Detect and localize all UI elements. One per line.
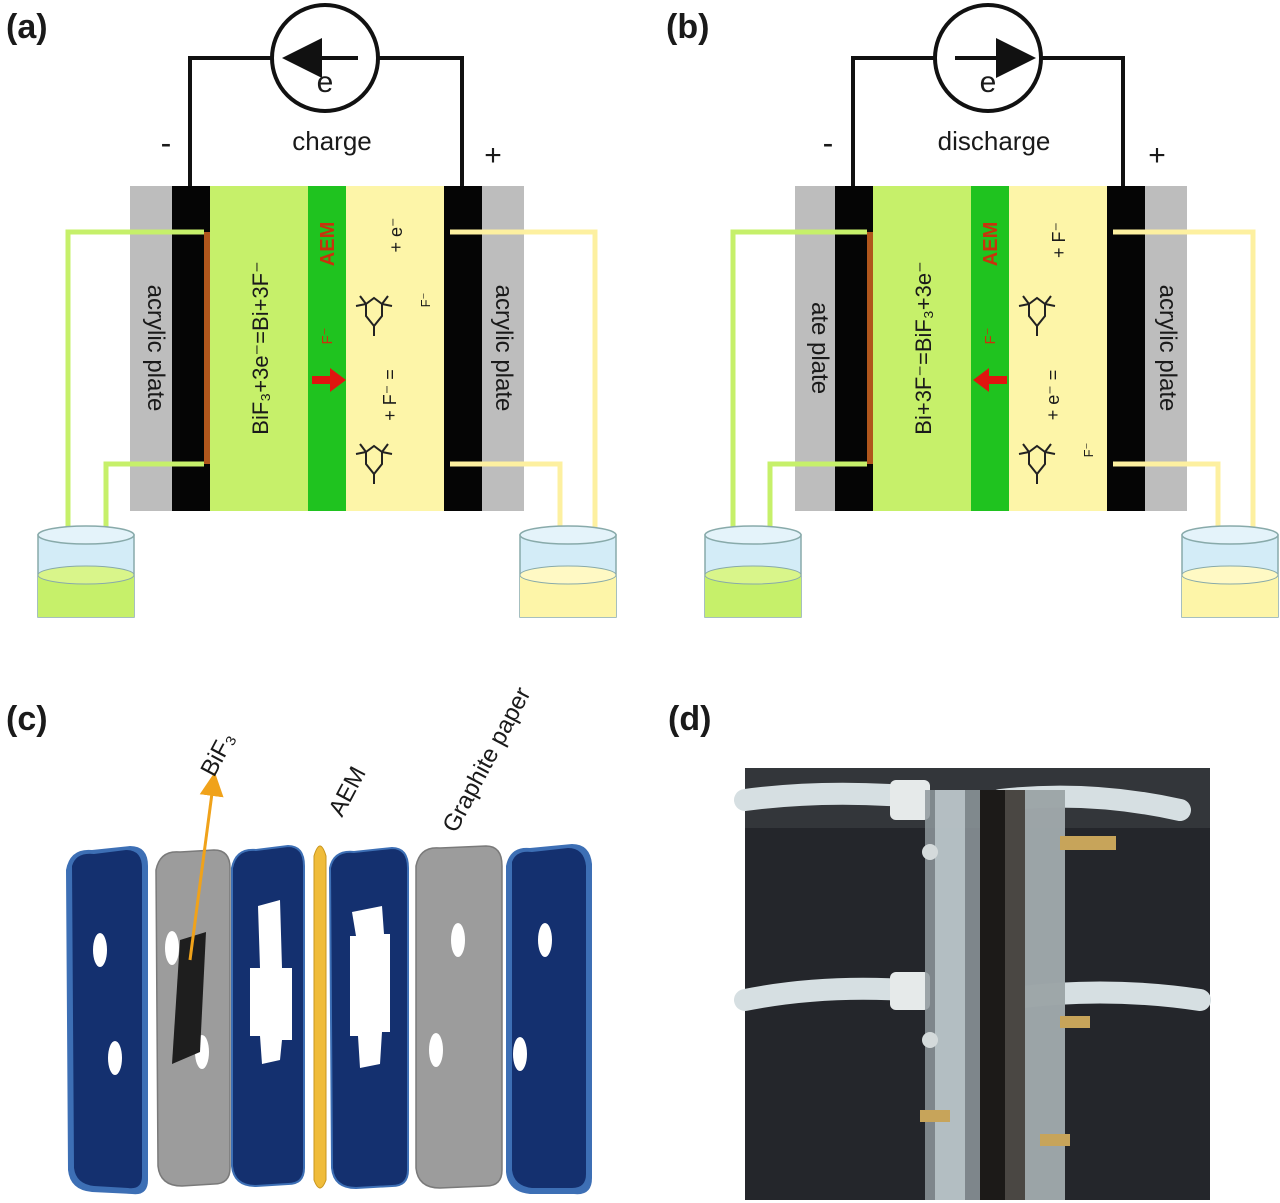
panel-a: (a) e charge - + acrylic plate acrylic p…	[6, 3, 617, 618]
graphite-paper-right	[415, 845, 503, 1189]
anolyte-tube-out	[730, 229, 867, 560]
flow-frame-left	[231, 844, 305, 1188]
catholyte-chamber	[346, 186, 444, 511]
anolyte-tube-out	[65, 229, 204, 560]
right-tail: + F⁻	[1049, 222, 1069, 258]
graphite-plate-left	[155, 849, 231, 1187]
aem-membrane	[308, 186, 346, 511]
plus-sign: +	[484, 139, 502, 172]
right-equation: + e⁻ =	[1043, 370, 1063, 421]
panel-b: (b) e discharge - + ate plate acrylic pl…	[666, 3, 1279, 618]
flow-frame-right	[328, 846, 409, 1190]
fluoride-flow-arrow	[312, 368, 346, 392]
fluoride-ion-label: F⁻	[982, 327, 999, 344]
mode-label: charge	[292, 126, 372, 156]
catholyte-reservoir	[519, 525, 617, 618]
bi-layer	[867, 232, 873, 464]
reaction-label: BiF₃+3e⁻=Bi+3F⁻	[248, 261, 273, 434]
bif3-coating	[172, 932, 206, 1064]
anolyte-chamber	[873, 186, 971, 511]
panel-b-label: (b)	[666, 8, 709, 46]
left-acrylic-plate	[795, 186, 835, 511]
minus-sign: -	[823, 125, 834, 161]
device-photo	[734, 768, 1211, 1200]
counter-ion: F⁻	[1081, 443, 1096, 458]
electron-label: e	[317, 66, 334, 99]
bif3-layer	[204, 232, 210, 464]
aem-label: AEM	[323, 762, 371, 821]
left-plate-label: acrylic plate	[142, 285, 169, 412]
end-plate-right	[506, 844, 592, 1195]
fluoride-flow-arrow	[973, 368, 1007, 392]
right-electrode	[1107, 186, 1145, 511]
right-acrylic-plate	[482, 186, 524, 511]
electron-label: e	[980, 66, 997, 99]
panel-a-label: (a)	[6, 8, 48, 46]
aem-sheet	[313, 845, 327, 1189]
bif3-pointer-arrow	[188, 772, 224, 961]
panel-d-label: (d)	[668, 700, 711, 738]
aem-membrane	[971, 186, 1009, 511]
plus-sign: +	[1148, 139, 1166, 172]
anolyte-chamber	[210, 186, 308, 511]
right-plate-label: acrylic plate	[1154, 285, 1181, 412]
left-acrylic-plate	[130, 186, 172, 511]
left-plate-label: ate plate	[806, 302, 833, 394]
right-tail: + e⁻	[386, 217, 406, 252]
panel-c: (c) BiF₃ AEM	[6, 683, 592, 1195]
fluoride-ion-label: F⁻	[319, 327, 336, 344]
catholyte-chamber	[1009, 186, 1107, 511]
anolyte-reservoir	[704, 525, 802, 618]
end-plate-left	[66, 846, 148, 1195]
panel-c-label: (c)	[6, 700, 48, 738]
minus-sign: -	[161, 125, 172, 161]
right-acrylic-plate	[1145, 186, 1187, 511]
mode-label: discharge	[938, 126, 1051, 156]
anolyte-reservoir	[37, 525, 135, 618]
catholyte-tube-out	[1113, 229, 1256, 560]
aem-label: AEM	[317, 222, 339, 266]
counter-ion: F⁻	[418, 293, 433, 308]
right-plate-label: acrylic plate	[490, 285, 517, 412]
right-equation: + F⁻ =	[380, 369, 400, 421]
graphite-paper-label: Graphite paper	[437, 683, 536, 837]
left-electrode	[835, 186, 873, 511]
bif3-label: BiF₃	[195, 728, 240, 781]
aem-label: AEM	[980, 222, 1002, 266]
catholyte-tube-out	[450, 229, 598, 560]
reaction-label: Bi+3F⁻=BiF₃+3e⁻	[911, 261, 936, 434]
left-electrode	[172, 186, 210, 511]
right-electrode	[444, 186, 482, 511]
panel-d: (d)	[668, 700, 1211, 1200]
catholyte-reservoir	[1181, 525, 1279, 618]
